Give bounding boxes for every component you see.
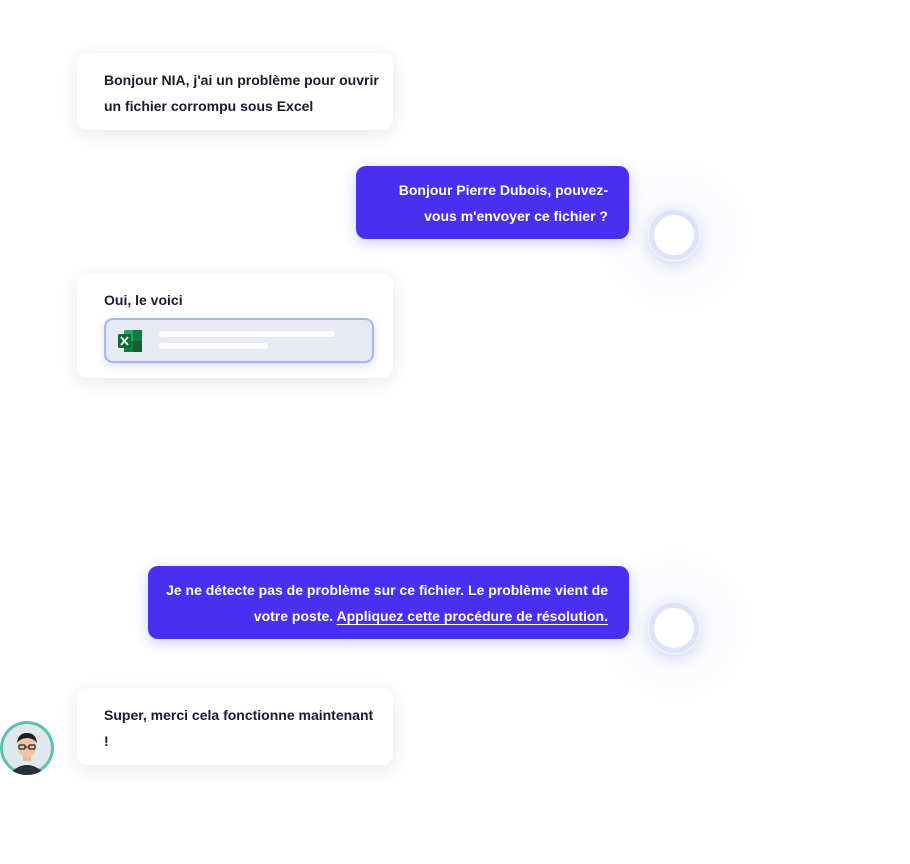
user-message-text: Super, merci cela fonctionne maintenant …	[104, 707, 397, 749]
resolution-procedure-link[interactable]: Appliquez cette procédure de résolution.	[336, 608, 608, 624]
excel-file-icon	[118, 330, 142, 352]
user-message-bubble: Bonjour NIA, j'ai un problème pour ouvri…	[77, 53, 393, 130]
bot-message-text: Bonjour Pierre Dubois, pouvez-vous m'env…	[398, 182, 608, 224]
bot-message-text: Je ne détecte pas de problème sur ce fic…	[160, 577, 608, 629]
bot-message-body: Je ne détecte pas de problème sur ce fic…	[166, 582, 608, 624]
bot-message-bubble: Je ne détecte pas de problème sur ce fic…	[148, 566, 629, 639]
file-attachment[interactable]	[104, 318, 374, 363]
bot-message-bubble: Bonjour Pierre Dubois, pouvez-vous m'env…	[356, 166, 629, 239]
file-name-placeholder-line	[159, 331, 335, 337]
bot-avatar	[649, 210, 699, 260]
file-size-placeholder-line	[159, 343, 268, 349]
user-message-bubble: Super, merci cela fonctionne maintenant …	[77, 688, 393, 765]
user-message-text: Oui, le voici	[104, 292, 183, 308]
user-message-text: Bonjour NIA, j'ai un problème pour ouvri…	[104, 72, 379, 114]
person-icon	[3, 724, 51, 775]
user-avatar	[0, 721, 54, 775]
user-message-bubble: Oui, le voici	[77, 274, 393, 378]
bot-avatar	[649, 603, 699, 653]
